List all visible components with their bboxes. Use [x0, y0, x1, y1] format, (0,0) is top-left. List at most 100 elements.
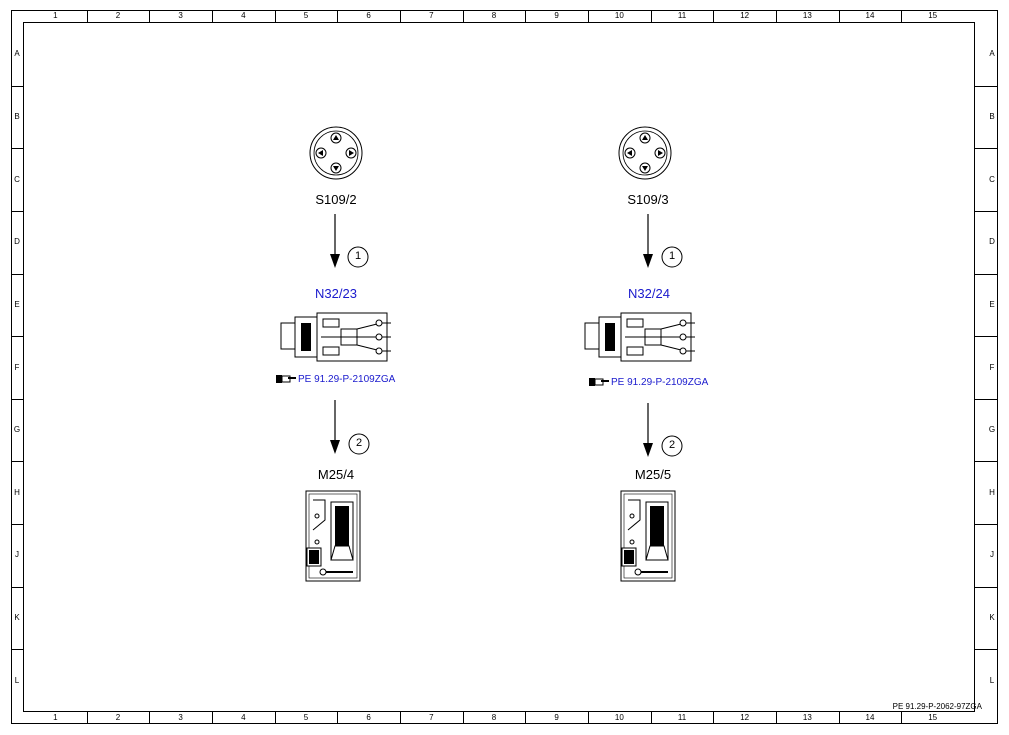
column-divider — [650, 10, 652, 22]
row-label-right: G — [988, 425, 996, 435]
column-divider — [776, 712, 777, 724]
control-module-icon-right — [584, 312, 695, 362]
row-divider — [975, 398, 998, 400]
row-divider — [11, 461, 23, 463]
column-divider — [274, 712, 276, 724]
column-divider — [713, 712, 715, 724]
row-label-right: L — [989, 675, 995, 685]
column-label-top: 7 — [429, 11, 434, 20]
module-label-right: N32/24 — [628, 286, 670, 301]
column-divider — [337, 10, 339, 22]
row-divider — [11, 210, 23, 212]
document-id: PE 91.29-P-2062-97ZGA — [892, 702, 982, 711]
pointing-hand-icon — [589, 378, 609, 386]
column-divider — [400, 712, 401, 724]
column-divider — [650, 712, 652, 724]
column-label-top: 1 — [53, 11, 58, 20]
column-divider — [588, 10, 589, 22]
column-divider — [400, 10, 401, 22]
motor-icon-left — [305, 490, 361, 582]
column-divider — [901, 712, 903, 724]
column-divider — [838, 10, 840, 22]
row-divider — [11, 148, 23, 150]
column-label-top: 13 — [802, 11, 812, 20]
column-label-bottom: 14 — [865, 713, 875, 722]
column-divider — [713, 10, 715, 22]
column-label-top: 14 — [865, 11, 875, 20]
row-divider — [975, 586, 998, 588]
column-divider — [86, 10, 88, 22]
step-number-right-1: 1 — [668, 250, 676, 262]
module-label-left: N32/23 — [315, 286, 357, 301]
column-label-top: 15 — [928, 11, 938, 20]
row-divider — [975, 273, 998, 275]
column-label-bottom: 7 — [429, 713, 434, 722]
row-divider — [11, 649, 23, 651]
row-label-right: K — [989, 613, 995, 623]
row-divider — [11, 85, 23, 87]
column-label-top: 12 — [740, 11, 750, 20]
row-divider — [11, 273, 23, 275]
column-divider — [212, 712, 213, 724]
column-label-top: 10 — [614, 11, 624, 20]
column-label-bottom: 10 — [614, 713, 624, 722]
row-label-right: H — [989, 487, 995, 497]
column-label-bottom: 8 — [491, 713, 497, 722]
row-divider — [11, 586, 23, 588]
row-label-right: E — [989, 299, 995, 309]
row-label-right: D — [989, 237, 995, 247]
step-number-left-1: 1 — [354, 250, 362, 262]
column-divider — [274, 10, 276, 22]
column-label-top: 6 — [366, 11, 371, 20]
column-label-top: 8 — [491, 11, 497, 20]
column-label-top: 2 — [115, 11, 121, 20]
module-ref-link-right[interactable]: PE 91.29-P-2109ZGA — [611, 377, 709, 388]
row-label-left: K — [14, 613, 20, 623]
column-divider — [462, 712, 464, 724]
motor-icon-right — [620, 490, 676, 582]
arrow-down-icon — [643, 403, 653, 457]
row-label-left: J — [15, 550, 19, 560]
column-divider — [337, 712, 339, 724]
step-circle-right-1 — [661, 246, 683, 268]
column-label-top: 4 — [241, 11, 246, 20]
switch-icon-right — [618, 126, 672, 180]
column-label-top: 3 — [178, 11, 183, 20]
column-divider — [149, 712, 151, 724]
row-divider — [975, 336, 998, 338]
drawing-frame — [11, 10, 998, 724]
row-label-left: E — [14, 299, 20, 309]
column-label-bottom: 3 — [178, 713, 183, 722]
step-number-right-2: 2 — [668, 439, 676, 451]
column-divider — [212, 10, 213, 22]
step-circle-left-1 — [347, 246, 369, 268]
row-divider — [975, 524, 998, 526]
column-divider — [86, 712, 88, 724]
row-label-left: D — [14, 237, 20, 247]
column-label-bottom: 9 — [554, 713, 559, 722]
row-divider — [11, 336, 23, 338]
column-divider — [838, 712, 840, 724]
row-label-left: F — [14, 362, 20, 372]
column-label-bottom: 11 — [677, 713, 687, 722]
column-label-bottom: 6 — [366, 713, 371, 722]
row-label-left: G — [13, 425, 21, 435]
row-divider — [975, 210, 998, 212]
switch-label-right: S109/3 — [627, 192, 669, 207]
row-divider — [975, 649, 998, 651]
column-label-bottom: 12 — [740, 713, 750, 722]
column-divider — [525, 10, 527, 22]
row-label-left: A — [14, 49, 20, 59]
row-label-left: B — [14, 111, 20, 121]
switch-label-left: S109/2 — [315, 192, 357, 207]
step-circle-right-2 — [661, 435, 683, 457]
column-label-top: 9 — [554, 11, 559, 20]
row-label-right: A — [989, 49, 995, 59]
column-divider — [776, 10, 777, 22]
column-label-bottom: 2 — [115, 713, 121, 722]
column-label-bottom: 5 — [303, 713, 309, 722]
column-label-bottom: 4 — [241, 713, 246, 722]
column-divider — [149, 10, 151, 22]
row-label-left: C — [14, 174, 20, 184]
module-ref-link-left[interactable]: PE 91.29-P-2109ZGA — [298, 374, 396, 385]
